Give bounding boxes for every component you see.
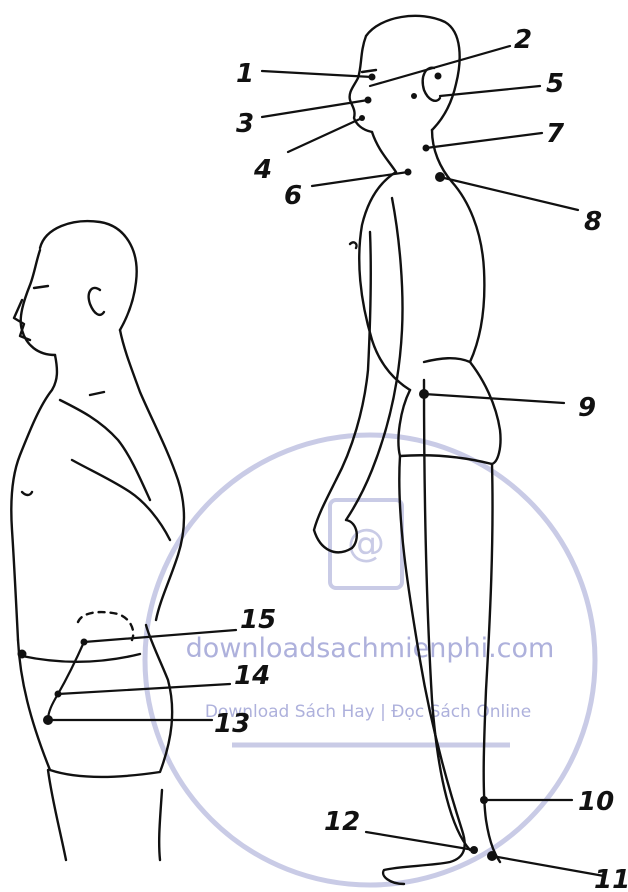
label-15: 15 [240, 605, 276, 635]
label-12: 12 [324, 807, 360, 837]
right-front-torso [359, 132, 410, 390]
leader-2 [370, 46, 510, 86]
marker-6 [405, 169, 412, 176]
right-back-torso [432, 130, 484, 362]
right-nipple [350, 242, 357, 248]
label-2: 2 [514, 25, 532, 55]
leader-9 [424, 394, 564, 403]
left-figure [11, 221, 184, 860]
watermark-at-icon: @ [347, 521, 385, 565]
right-head-outline [350, 16, 460, 132]
label-14: 14 [234, 661, 270, 691]
right-eye [362, 70, 376, 72]
marker-1 [369, 74, 376, 81]
left-chest-mark [90, 392, 104, 395]
leader-4 [288, 118, 362, 152]
marker-14 [55, 691, 62, 698]
marker-7 [423, 145, 430, 152]
leader-12 [366, 832, 474, 850]
leader-6 [312, 172, 408, 186]
leader-1 [262, 71, 372, 77]
marker-4 [359, 115, 365, 121]
label-3: 3 [236, 109, 254, 139]
leader-11 [492, 856, 604, 876]
marker-11 [487, 851, 497, 861]
leader-3 [262, 100, 368, 117]
marker-10 [480, 796, 488, 804]
left-front-line [11, 355, 57, 640]
label-8: 8 [584, 207, 602, 237]
marker-waist-left [18, 650, 27, 659]
watermark-site: downloadsachmienphi.com [186, 633, 555, 664]
left-iliac-dashed [78, 612, 133, 640]
label-13: 13 [214, 709, 250, 739]
left-eye [34, 286, 48, 288]
marker-13 [43, 715, 53, 725]
left-leg [48, 770, 162, 860]
label-9: 9 [578, 393, 596, 423]
marker-5 [411, 93, 417, 99]
leader-7 [426, 133, 542, 148]
left-back-line [120, 330, 184, 620]
marker-8 [435, 172, 445, 182]
marker-15 [81, 639, 88, 646]
label-10: 10 [578, 787, 614, 817]
watermark-tagline: Download Sách Hay | Đọc Sách Online [205, 702, 531, 722]
leader-13-14-15-connector [48, 642, 84, 720]
label-7: 7 [546, 119, 565, 149]
label-4: 4 [253, 155, 272, 185]
left-ear [89, 288, 104, 315]
marker-9 [419, 389, 429, 399]
label-11: 11 [594, 865, 628, 892]
label-6: 6 [284, 181, 302, 211]
left-waistband [22, 654, 140, 662]
marker-12 [470, 846, 478, 854]
left-nipple [22, 492, 32, 495]
point-labels: 1 2 3 4 5 6 7 8 9 10 11 12 13 14 15 [214, 25, 628, 892]
marker-2 [435, 73, 442, 80]
marker-3 [365, 97, 372, 104]
left-head-outline [14, 221, 137, 355]
label-1: 1 [236, 59, 254, 89]
watermark: @ downloadsachmienphi.com Download Sách … [145, 435, 595, 885]
label-5: 5 [546, 69, 564, 99]
right-figure [314, 16, 501, 884]
